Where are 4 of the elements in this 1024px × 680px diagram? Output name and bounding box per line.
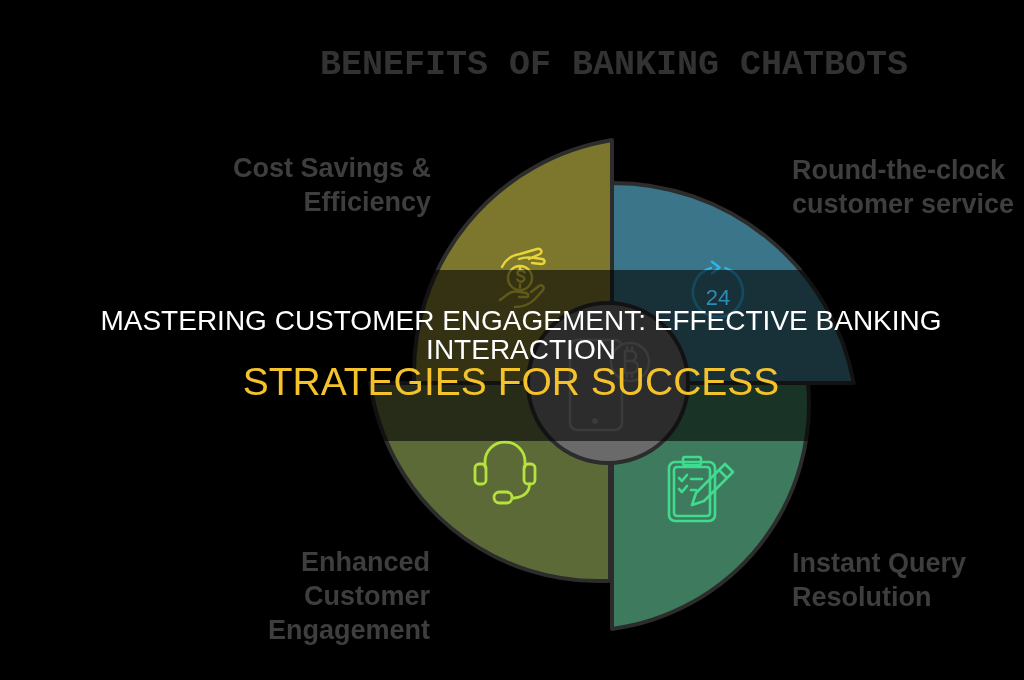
segment-heading: Cost Savings & Efficiency: [231, 152, 431, 219]
segment-heading: Enhanced Customer Engagement: [266, 546, 430, 647]
segment-heading: Round-the-clock customer service: [792, 154, 1016, 221]
segment-heading: Instant Query Resolution: [792, 547, 968, 614]
